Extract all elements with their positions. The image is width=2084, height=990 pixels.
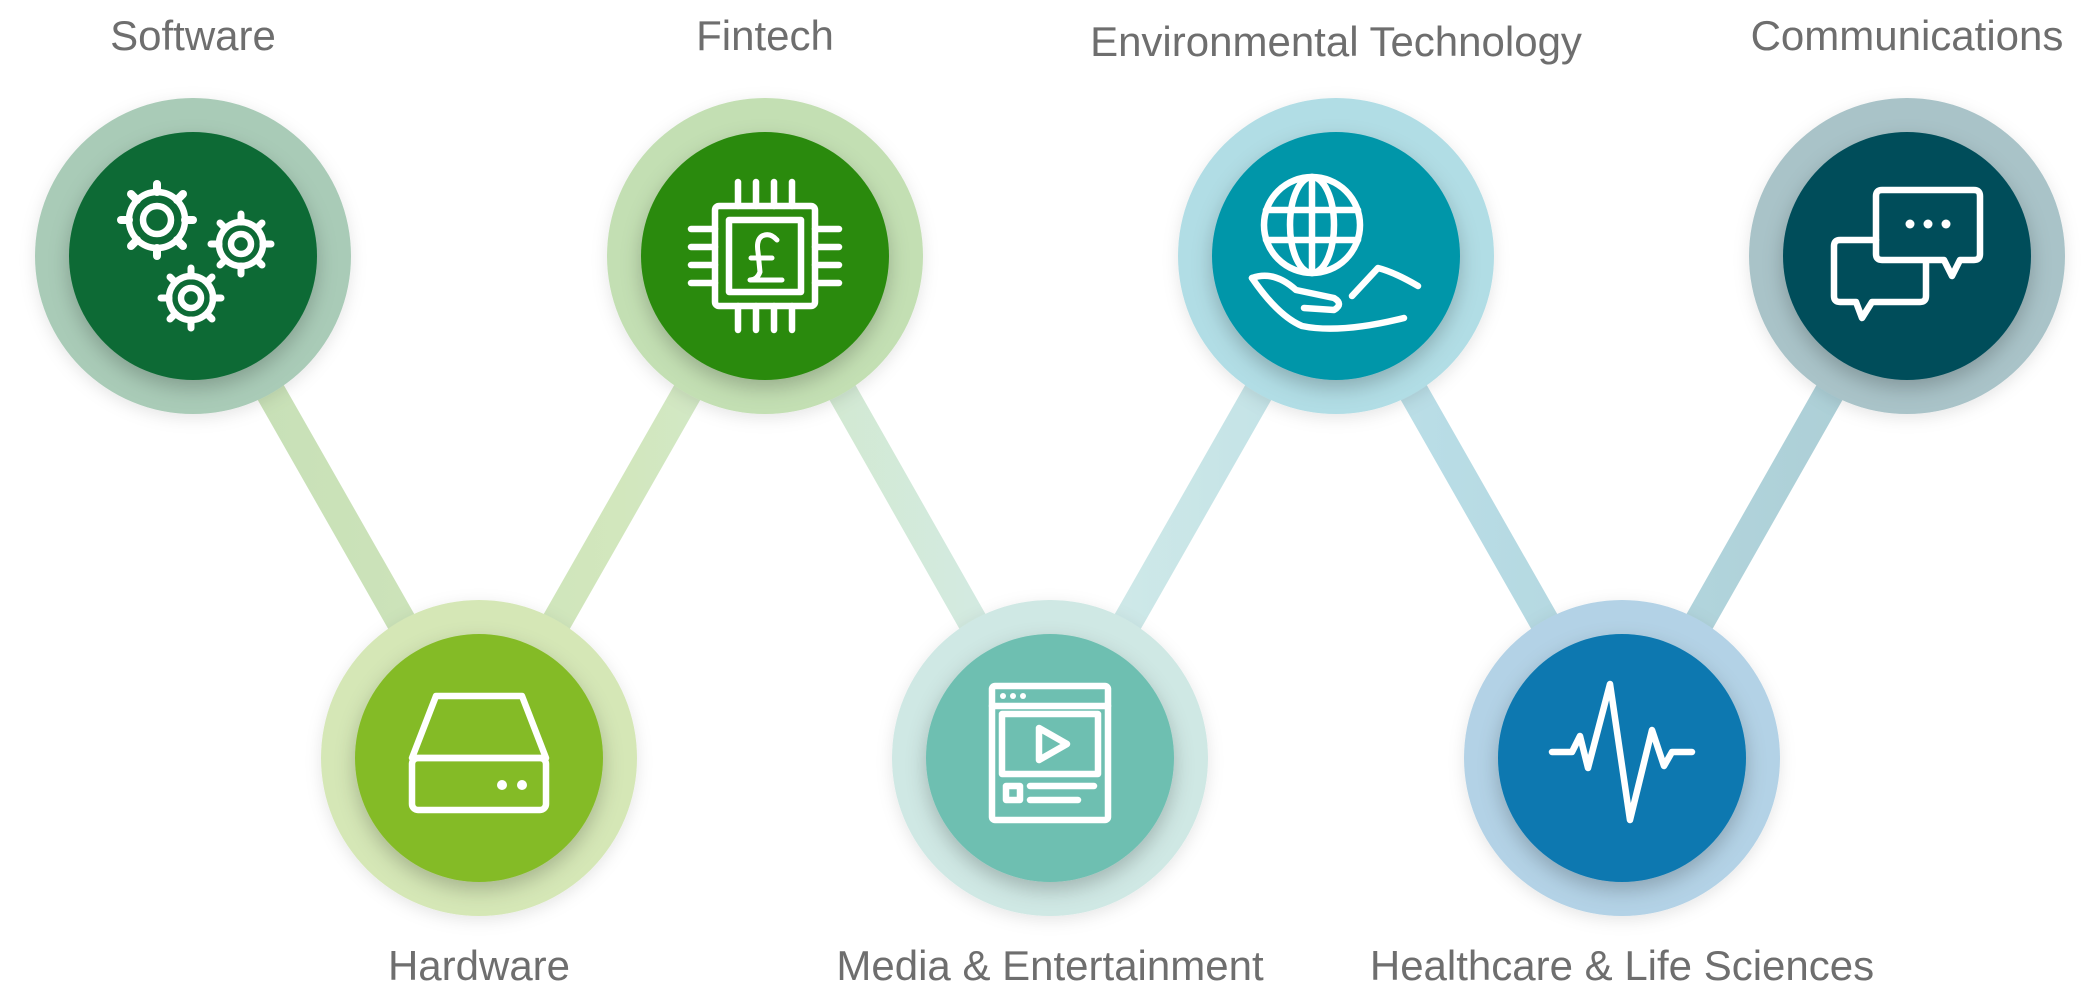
globe-in-hand-icon xyxy=(1248,173,1422,332)
node-hardware: Hardware xyxy=(321,600,637,989)
hard-drive-icon xyxy=(408,692,550,814)
node-label: Fintech xyxy=(696,12,834,59)
node-communications: Communications xyxy=(1749,12,2065,414)
node-circle xyxy=(1212,132,1460,380)
node-circle xyxy=(69,132,317,380)
heartbeat-icon xyxy=(1548,680,1696,824)
video-player-icon xyxy=(988,682,1112,824)
node-label: Hardware xyxy=(388,942,570,989)
chat-bubbles-icon xyxy=(1830,186,1984,322)
node-label: Media & Entertainment xyxy=(836,942,1264,989)
node-media: Media & Entertainment xyxy=(836,600,1264,989)
node-label: Software xyxy=(110,12,276,59)
node-label: Healthcare & Life Sciences xyxy=(1370,942,1874,989)
gears-icon xyxy=(117,180,275,332)
node-healthcare: Healthcare & Life Sciences xyxy=(1370,600,1874,989)
node-circle xyxy=(926,634,1174,882)
node-circle xyxy=(1783,132,2031,380)
node-software: Software xyxy=(35,12,351,414)
node-label: Environmental Technology xyxy=(1090,18,1582,65)
pound-chip-icon xyxy=(687,178,843,334)
node-fintech: Fintech xyxy=(607,12,923,414)
node-label: Communications xyxy=(1751,12,2064,59)
node-environmental: Environmental Technology xyxy=(1090,18,1582,414)
